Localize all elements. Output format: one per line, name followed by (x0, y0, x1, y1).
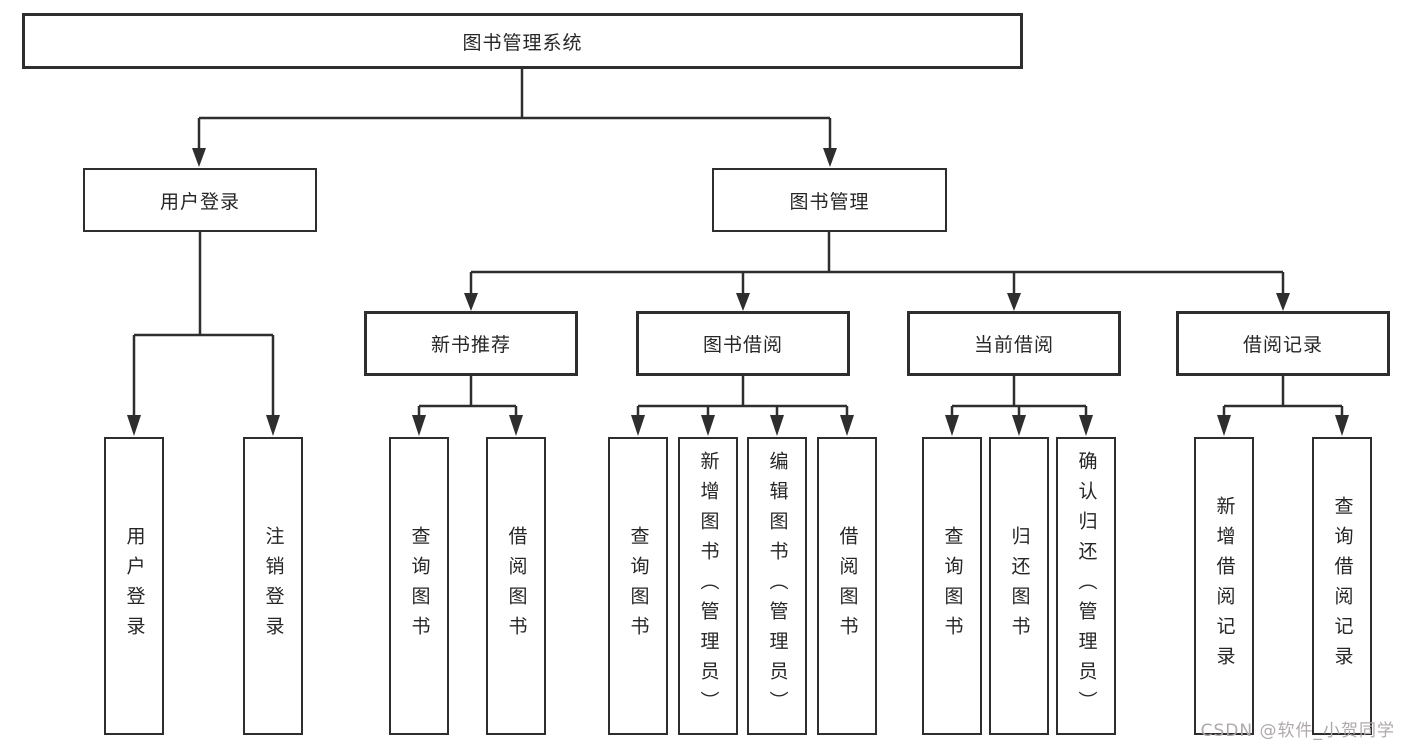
node-borrow-records-label: 借阅记录 (1242, 334, 1323, 356)
leaf-current-confirm-return-admin-label: 确认归还（管理员） (1075, 451, 1098, 721)
leaf-borrow-borrow-books: 借阅图书 (817, 437, 877, 735)
leaf-records-query-record-label: 查询借阅记录 (1331, 496, 1354, 676)
node-library-system-label: 图书管理系统 (462, 31, 583, 54)
leaf-newbooks-borrow-books: 借阅图书 (486, 437, 546, 735)
leaf-borrow-query-books: 查询图书 (608, 437, 668, 735)
leaf-user-login-label: 用户登录 (123, 526, 146, 646)
leaf-borrow-edit-books-admin-label: 编辑图书（管理员） (766, 451, 789, 721)
leaf-logout-label: 注销登录 (262, 526, 285, 646)
leaf-borrow-edit-books-admin: 编辑图书（管理员） (747, 437, 807, 735)
leaf-newbooks-query-books-label: 查询图书 (408, 526, 431, 646)
node-new-book-recommend-label: 新书推荐 (430, 334, 511, 356)
leaf-borrow-borrow-books-label: 借阅图书 (836, 526, 859, 646)
node-book-borrow: 图书借阅 (636, 311, 850, 376)
leaf-current-query-books: 查询图书 (922, 437, 982, 735)
node-current-borrow-label: 当前借阅 (973, 334, 1054, 356)
node-user-login-label: 用户登录 (159, 190, 240, 213)
leaf-borrow-query-books-label: 查询图书 (627, 526, 650, 646)
leaf-borrow-add-books-admin: 新增图书（管理员） (678, 437, 738, 735)
leaf-borrow-add-books-admin-label: 新增图书（管理员） (697, 451, 720, 721)
leaf-current-confirm-return-admin: 确认归还（管理员） (1056, 437, 1116, 735)
csdn-watermark: CSDN @软件_小贺同学 (1200, 721, 1395, 741)
node-borrow-records: 借阅记录 (1176, 311, 1390, 376)
leaf-current-return-books: 归还图书 (989, 437, 1049, 735)
leaf-current-query-books-label: 查询图书 (941, 526, 964, 646)
node-user-login: 用户登录 (83, 168, 317, 232)
leaf-records-add-record: 新增借阅记录 (1194, 437, 1254, 735)
leaf-newbooks-borrow-books-label: 借阅图书 (505, 526, 528, 646)
leaf-records-query-record: 查询借阅记录 (1312, 437, 1372, 735)
node-book-management: 图书管理 (712, 168, 947, 232)
node-new-book-recommend: 新书推荐 (364, 311, 578, 376)
node-library-system: 图书管理系统 (22, 13, 1023, 69)
leaf-user-login: 用户登录 (104, 437, 164, 735)
leaf-logout: 注销登录 (243, 437, 303, 735)
leaf-newbooks-query-books: 查询图书 (389, 437, 449, 735)
node-book-management-label: 图书管理 (789, 190, 870, 213)
leaf-records-add-record-label: 新增借阅记录 (1213, 496, 1236, 676)
node-current-borrow: 当前借阅 (907, 311, 1121, 376)
leaf-current-return-books-label: 归还图书 (1008, 526, 1031, 646)
node-book-borrow-label: 图书借阅 (702, 334, 783, 356)
